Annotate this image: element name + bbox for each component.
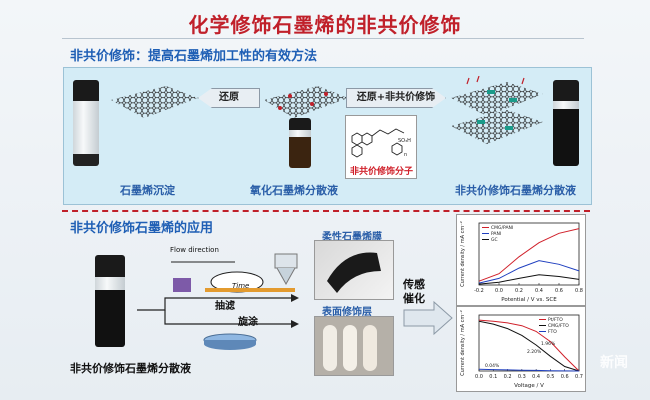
- reduction-modification-arrow-label: 还原+非共价修饰: [356, 92, 436, 103]
- x-tick-label: 0.4: [532, 374, 540, 380]
- surface-layer-label: 表面修饰层: [322, 307, 372, 318]
- y-axis-label: Current density / mA cm⁻²: [460, 310, 466, 376]
- watermark: 新闻: [600, 355, 628, 371]
- x-tick-label: 0.3: [518, 374, 526, 380]
- application-arrow: [403, 300, 453, 336]
- x-tick-label: 0.0: [495, 288, 503, 294]
- reduction-arrow: 还原: [198, 88, 260, 108]
- graphene-oxide-vial: [289, 118, 311, 168]
- sensing-label: 传感: [403, 278, 425, 291]
- chart-plot-area: [478, 222, 580, 286]
- svg-text:n: n: [404, 152, 407, 158]
- x-tick-label: 0.6: [561, 374, 569, 380]
- x-tick-label: 0.2: [515, 288, 523, 294]
- caption-graphene-precipitate: 石墨烯沉淀: [120, 184, 175, 197]
- process-spin-label: 旋涂: [238, 317, 258, 328]
- pyrene-molecule-icon: SO₃H n: [351, 128, 411, 158]
- x-tick-label: 0.6: [555, 288, 563, 294]
- svg-text:SO₃H: SO₃H: [398, 138, 411, 144]
- surface-layer-photo: [314, 316, 394, 376]
- series-line-fto: [478, 368, 580, 372]
- legend-entry: GC: [491, 237, 498, 243]
- molecule-label: 非共价修饰分子: [350, 167, 414, 177]
- x-tick-label: 0.4: [535, 288, 543, 294]
- reduction-modification-arrow: 还原+非共价修饰: [346, 88, 446, 108]
- series-line-ptfto: [478, 319, 580, 372]
- section2-heading: 非共价修饰石墨烯的应用: [70, 221, 214, 236]
- legend-entry: CMG/FTO: [548, 323, 569, 329]
- modified-graphene-sheets: [451, 76, 543, 144]
- x-axis-label: Potential / V vs. SCE: [501, 297, 557, 303]
- x-tick-label: 0.7: [575, 374, 583, 380]
- series-line-cmgpani: [478, 228, 580, 282]
- molecule-structure-box: SO₃H n: [345, 115, 417, 179]
- spin-coat-substrate: [203, 333, 257, 350]
- legend-entry: FTO: [548, 329, 557, 335]
- process-arrows: [137, 294, 299, 328]
- x-tick-label: 0.0: [475, 374, 483, 380]
- x-axis-label: Voltage / V: [514, 383, 544, 389]
- x-tick-label: 0.2: [504, 374, 512, 380]
- chart-plot-area: [478, 314, 580, 372]
- caption-graphene-oxide: 氧化石墨烯分散液: [250, 184, 338, 197]
- caption-dispersion: 非共价修饰石墨烯分散液: [70, 362, 191, 375]
- x-tick-label: 0.8: [575, 288, 583, 294]
- efficiency-annotation: 1.96%: [541, 341, 556, 347]
- filtration-apparatus: [171, 253, 298, 293]
- legend-entry: PANI: [491, 231, 501, 237]
- graphene-precipitate-vial: [73, 80, 99, 166]
- time-label: Time: [232, 282, 250, 290]
- efficiency-annotation: 0.04%: [485, 363, 500, 369]
- dispersion-vial: [95, 255, 125, 347]
- series-line-gc: [478, 274, 580, 285]
- catalysis-label: 催化: [403, 292, 425, 305]
- x-tick-label: 0.1: [489, 374, 497, 380]
- flexible-film-label: 柔性石墨烯膜: [322, 232, 382, 243]
- flow-direction-label: Flow direction: [170, 246, 219, 254]
- efficiency-annotation: 2.20%: [527, 349, 542, 355]
- x-tick-label: 0.5: [546, 374, 554, 380]
- y-axis-label: Current density / mA cm⁻²: [460, 221, 466, 287]
- modified-graphene-vial: [553, 80, 579, 166]
- title-divider: [62, 38, 584, 39]
- reduction-arrow-label: 还原: [219, 92, 239, 103]
- page-title: 化学修饰石墨烯的非共价修饰: [188, 13, 462, 37]
- graphene-sheet-left: [111, 86, 198, 118]
- caption-modified-graphene: 非共价修饰石墨烯分散液: [455, 184, 576, 197]
- process-filter-label: 抽滤: [215, 301, 235, 312]
- section1-heading: 非共价修饰：提高石墨烯加工性的有效方法: [70, 49, 318, 64]
- series-line-cmgfto: [478, 320, 580, 372]
- flexible-film-photo: [314, 240, 394, 300]
- graphene-oxide-sheet: [264, 86, 348, 118]
- series-line-pani: [478, 260, 580, 284]
- legend-entry: CMG/PANI: [491, 225, 513, 231]
- legend-entry: Pt/FTO: [548, 317, 563, 323]
- section-divider: [62, 210, 590, 212]
- x-tick-label: -0.2: [474, 288, 484, 294]
